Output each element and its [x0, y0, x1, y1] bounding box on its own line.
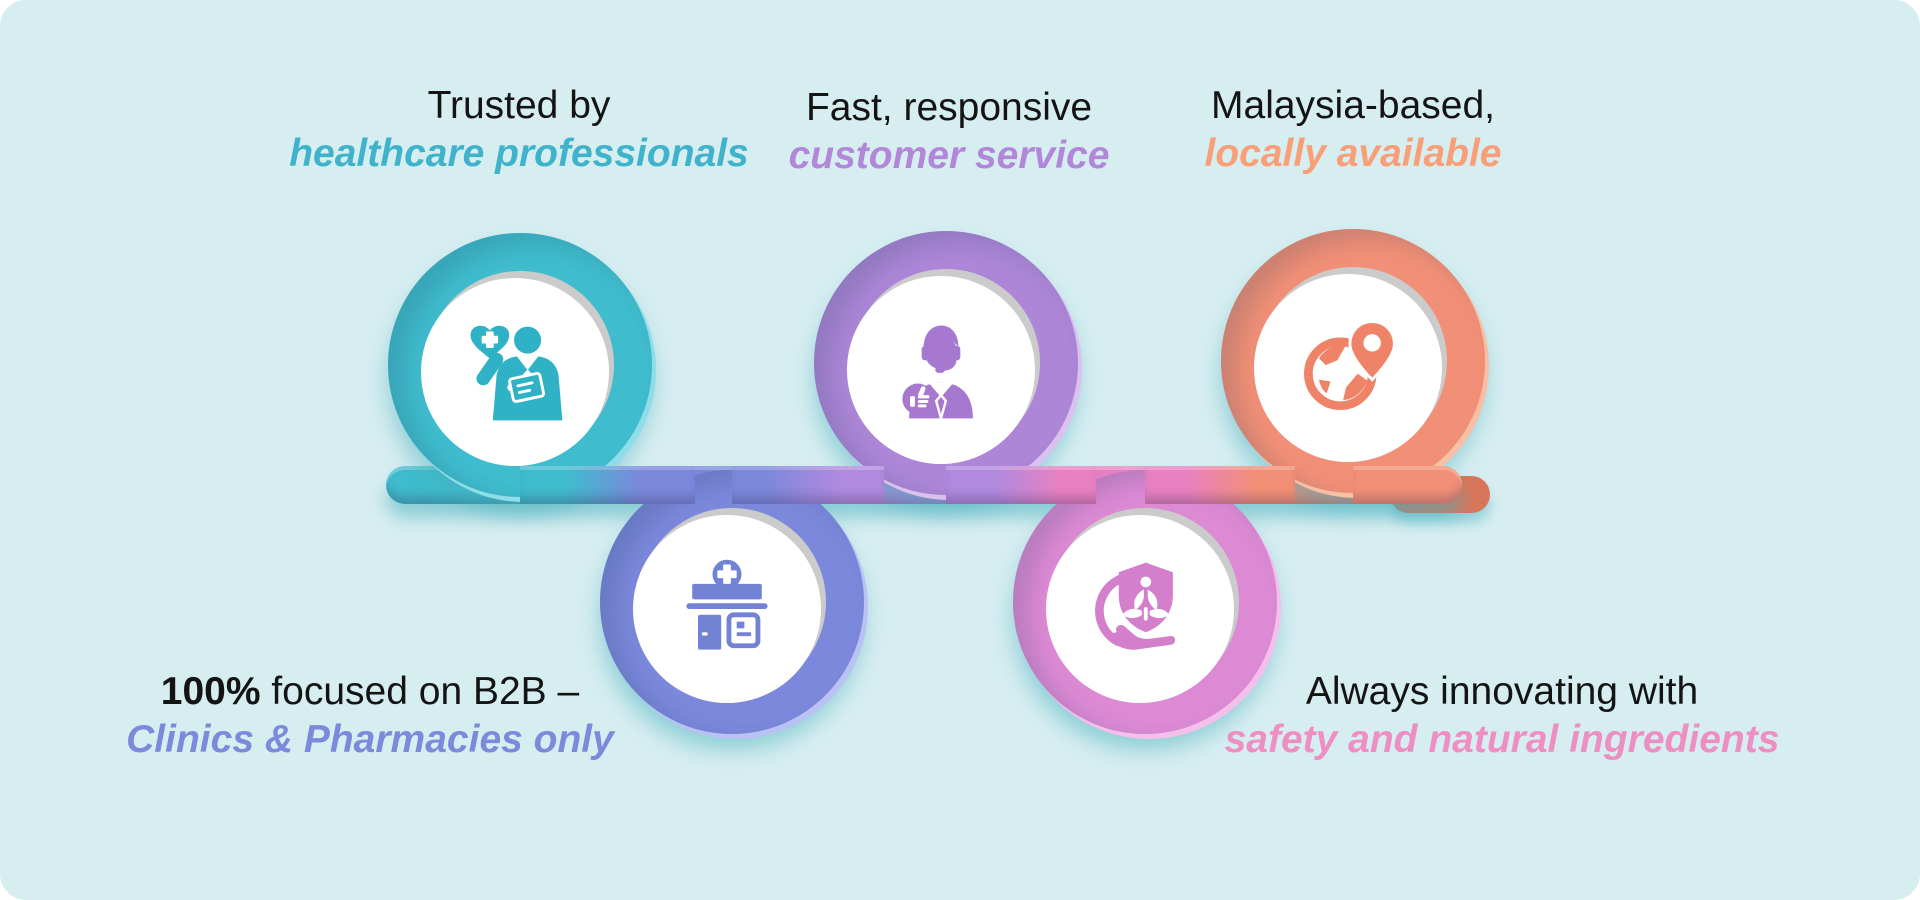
ribbon-front-segment	[1145, 466, 1295, 504]
node-malaysia	[1221, 229, 1485, 493]
label-line1: Always innovating with	[1305, 670, 1699, 713]
label-line1: Trusted by	[427, 84, 611, 127]
node-inner-circle	[1254, 274, 1442, 462]
label-healthcare: Trusted by healthcare professionals	[239, 82, 799, 178]
ribbon-front-segment	[946, 466, 1096, 504]
support-agent-icon	[902, 325, 973, 423]
label-line1: 100% focused on B2B –	[90, 668, 650, 716]
label-line1-rest: focused on B2B –	[260, 670, 580, 713]
ribbon-front-segment	[1353, 466, 1462, 504]
pharmacy-store-icon	[686, 559, 768, 650]
globe-location-icon	[1304, 320, 1396, 411]
label-line2: customer service	[788, 134, 1110, 177]
node-inner-circle	[847, 276, 1035, 464]
label-line2: safety and natural ingredients	[1224, 718, 1780, 761]
label-customer-service: Fast, responsive customer service	[669, 84, 1229, 180]
label-line2: locally available	[1204, 132, 1502, 175]
label-b2b: 100% focused on B2B – Clinics & Pharmaci…	[90, 668, 650, 764]
node-innovation	[1013, 470, 1277, 734]
label-malaysia: Malaysia-based, locally available	[1073, 82, 1633, 178]
node-inner-circle	[421, 278, 609, 466]
node-inner-circle	[1046, 515, 1234, 703]
node-inner-circle	[633, 515, 821, 703]
node-healthcare	[388, 233, 652, 497]
node-b2b-pharmacy	[600, 470, 864, 734]
label-line2: Clinics & Pharmacies only	[126, 718, 614, 761]
label-innovation: Always innovating with safety and natura…	[1222, 668, 1782, 764]
node-customer-service	[814, 231, 1078, 495]
label-line1: Fast, responsive	[805, 86, 1093, 129]
label-line1-bold: 100%	[160, 670, 261, 713]
ribbon-front-segment	[732, 466, 884, 504]
doctor-heart-icon	[470, 325, 563, 421]
ribbon-front-segment	[520, 466, 695, 504]
shield-nature-icon	[1095, 562, 1176, 651]
label-line2: healthcare professionals	[289, 132, 749, 175]
label-line1: Malaysia-based,	[1211, 84, 1495, 127]
